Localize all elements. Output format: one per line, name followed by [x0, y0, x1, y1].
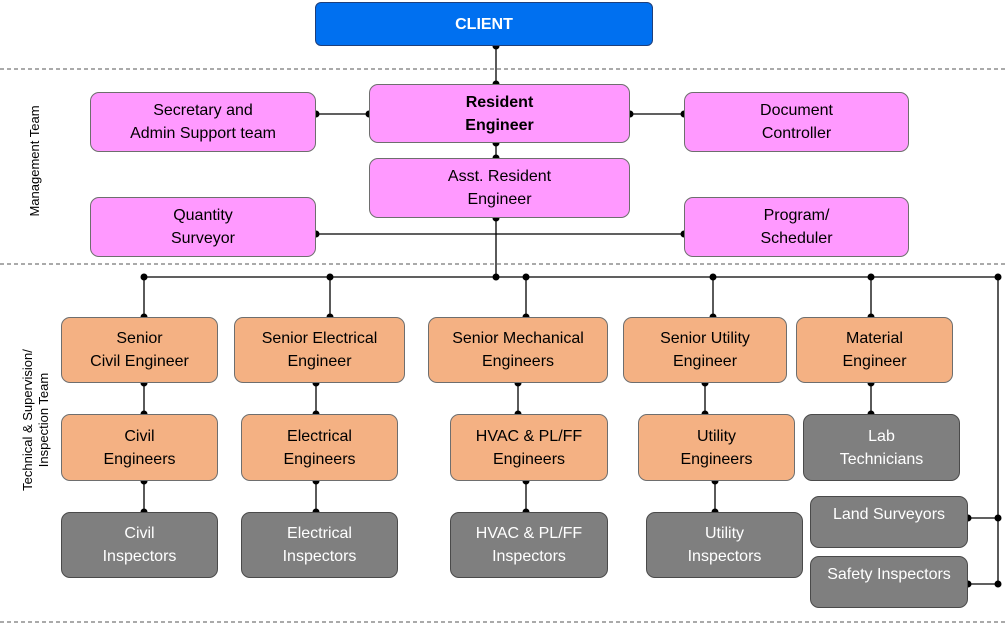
hvac-engineers-node: HVAC & PL/FF Engineers [450, 414, 608, 481]
senior-electrical-engineer-node: Senior Electrical Engineer [234, 317, 405, 383]
management-team-label: Management Team [27, 105, 42, 217]
program-scheduler-node: Program/ Scheduler [684, 197, 909, 257]
land-surveyors-node: Land Surveyors [810, 496, 968, 548]
quantity-surveyor-node: Quantity Surveyor [90, 197, 316, 257]
electrical-inspectors-node: Electrical Inspectors [241, 512, 398, 578]
client-node: CLIENT [315, 2, 653, 46]
civil-inspectors-node: Civil Inspectors [61, 512, 218, 578]
senior-mechanical-engineers-node: Senior Mechanical Engineers [428, 317, 608, 383]
technical-team-label: Technical & Supervision/ Inspection Team [20, 349, 51, 491]
utility-engineers-node: Utility Engineers [638, 414, 795, 481]
safety-inspectors-node: Safety Inspectors [810, 556, 968, 608]
asst-resident-engineer-node: Asst. Resident Engineer [369, 158, 630, 218]
civil-engineers-node: Civil Engineers [61, 414, 218, 481]
hvac-inspectors-node: HVAC & PL/FF Inspectors [450, 512, 608, 578]
electrical-engineers-node: Electrical Engineers [241, 414, 398, 481]
resident-engineer-node: Resident Engineer [369, 84, 630, 143]
utility-inspectors-node: Utility Inspectors [646, 512, 803, 578]
secretary-admin-node: Secretary and Admin Support team [90, 92, 316, 152]
senior-utility-engineer-node: Senior Utility Engineer [623, 317, 787, 383]
senior-civil-engineer-node: Senior Civil Engineer [61, 317, 218, 383]
document-controller-node: Document Controller [684, 92, 909, 152]
lab-technicians-node: Lab Technicians [803, 414, 960, 481]
material-engineer-node: Material Engineer [796, 317, 953, 383]
